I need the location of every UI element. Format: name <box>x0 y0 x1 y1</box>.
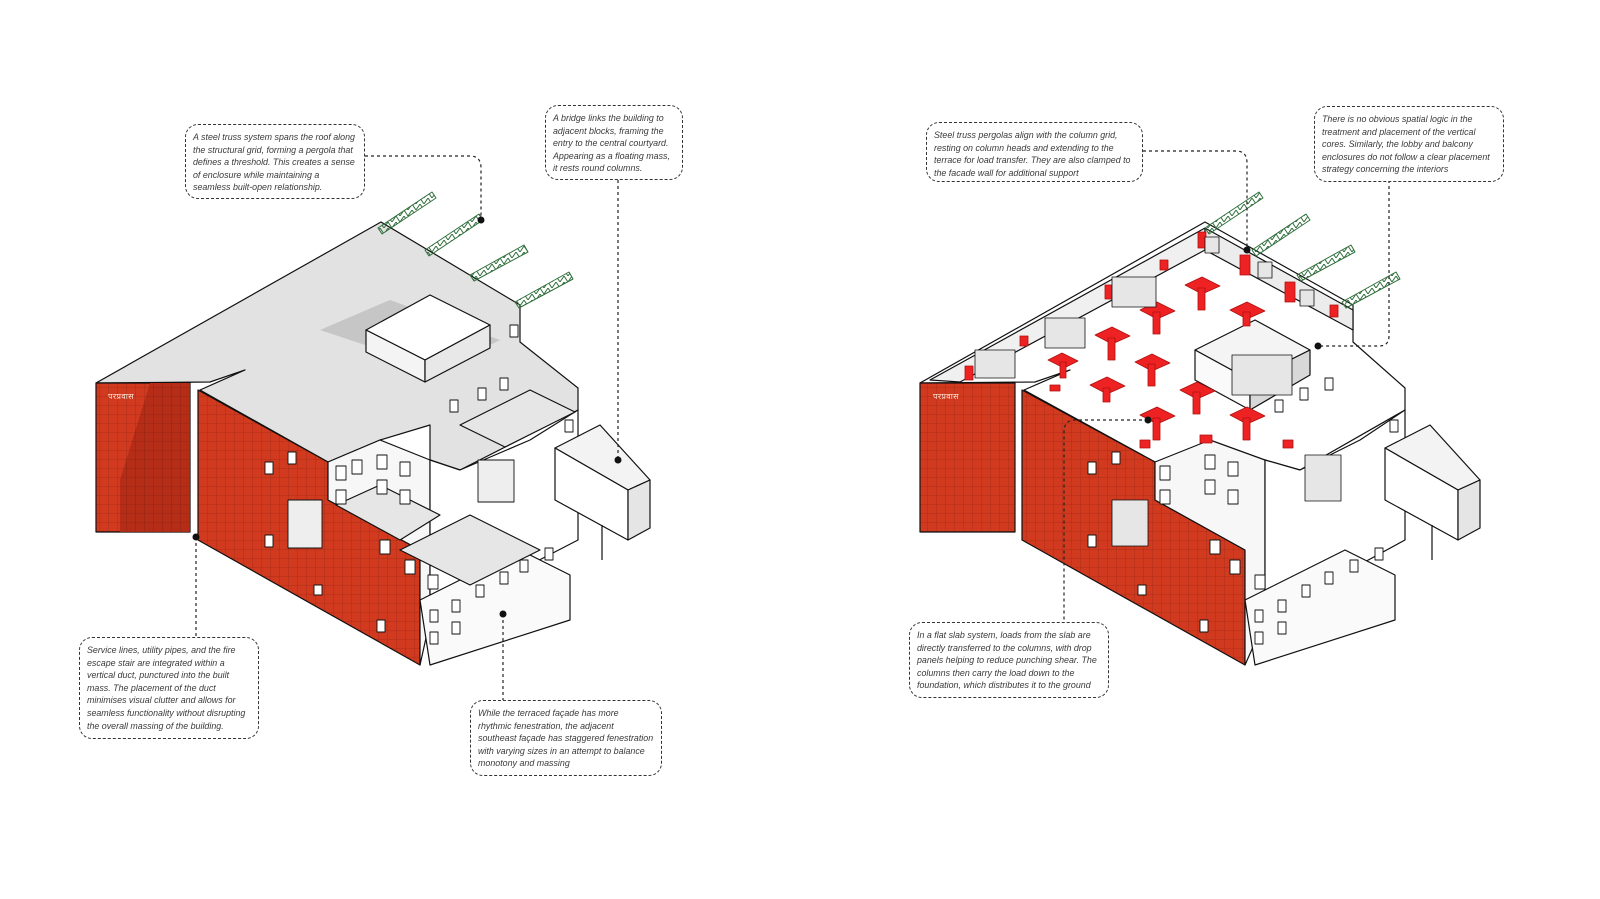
right-bridge-end <box>1457 479 1481 541</box>
right-glazing <box>974 236 1342 547</box>
left-trusses <box>377 191 574 309</box>
left-building-sign: परप्रवास <box>108 392 134 401</box>
left-terrace-slab-1 <box>335 484 441 541</box>
right-windows <box>1087 377 1399 645</box>
leader-lines <box>195 150 1390 702</box>
right-trusses <box>1204 191 1401 309</box>
callout-service-duct: Service lines, utility pipes, and the fi… <box>79 637 259 739</box>
callout-flat-slab: In a flat slab system, loads from the sl… <box>909 622 1109 698</box>
callout-fenestration: While the terraced façade has more rhyth… <box>470 700 662 776</box>
leader-dots <box>192 216 1322 618</box>
left-red-wall-shade <box>120 383 190 532</box>
right-columns <box>964 231 1339 449</box>
right-red-wall <box>919 382 1016 533</box>
left-rooftop-box-side <box>424 324 491 383</box>
right-building <box>919 191 1481 666</box>
callout-steel-truss-pergolas: Steel truss pergolas align with the colu… <box>926 122 1143 182</box>
left-terrace-slab-2 <box>399 514 541 586</box>
right-white-mass-3 <box>1244 549 1396 666</box>
callout-bridge: A bridge links the building to adjacent … <box>545 105 683 180</box>
left-terrace-slab-3 <box>459 389 576 448</box>
left-windows <box>264 324 574 645</box>
left-bridge-end <box>627 479 651 541</box>
left-building <box>95 191 651 666</box>
callout-vertical-cores: There is no obvious spatial logic in the… <box>1314 106 1504 182</box>
right-building-sign: परप्रवास <box>933 392 959 401</box>
callout-truss-pergola: A steel truss system spans the roof alon… <box>185 124 365 199</box>
